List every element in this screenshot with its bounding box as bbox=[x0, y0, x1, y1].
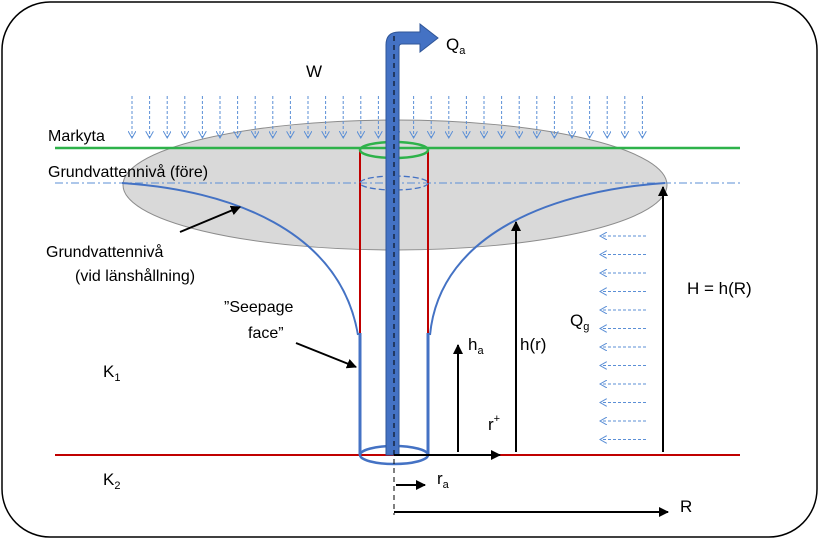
label-gv-vid: Grundvattennivå (vid länshållning) bbox=[46, 243, 195, 285]
gv-vid-pointer-arrow bbox=[179, 205, 241, 233]
label-Qg: Qg bbox=[570, 311, 589, 333]
label-W: W bbox=[306, 62, 322, 81]
groundwater-inflow-arrows bbox=[600, 236, 646, 440]
label-Qa: Qa bbox=[446, 35, 466, 57]
label-K2: K2 bbox=[103, 470, 120, 492]
pump-pipe bbox=[385, 22, 439, 456]
label-ra: ra bbox=[437, 469, 450, 491]
label-rplus: r+ bbox=[488, 413, 500, 434]
well-initial-level-ring bbox=[359, 175, 429, 191]
label-H: H = h(R) bbox=[687, 279, 752, 298]
label-K1: K1 bbox=[103, 362, 120, 384]
label-hr: h(r) bbox=[520, 335, 546, 354]
label-markyta: Markyta bbox=[48, 128, 105, 145]
label-seepage-face: ”Seepage face” bbox=[224, 299, 298, 342]
infiltration-arrows bbox=[132, 96, 642, 138]
drawdown-curve-left bbox=[121, 182, 359, 336]
label-ha: ha bbox=[468, 335, 484, 357]
label-R: R bbox=[680, 497, 692, 516]
label-gv-fore: Grundvattennivå (före) bbox=[48, 163, 208, 181]
seepage-pointer-arrow bbox=[295, 342, 357, 369]
